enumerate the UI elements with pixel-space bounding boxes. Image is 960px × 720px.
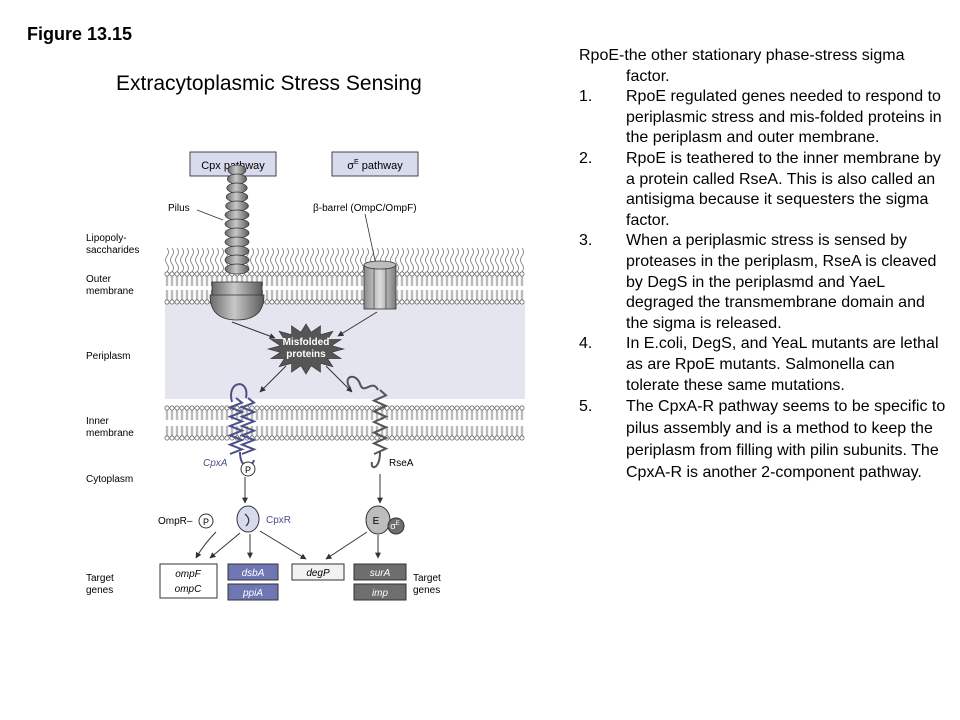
svg-text:E: E [373, 516, 380, 527]
figure-label: Figure 13.15 [27, 24, 133, 44]
beta-barrel: β-barrel (OmpC/OmpF) [313, 203, 417, 310]
gene-box-ppia: ppiA [227, 583, 279, 601]
note-item-3: 3. When a periplasmic stress is sensed by… [579, 231, 949, 334]
inner-membrane [164, 405, 525, 441]
note-item-1: 1. RpoE regulated genes needed to respond… [579, 87, 949, 149]
svg-text:Pilus: Pilus [168, 203, 190, 214]
gene-box-imp: imp [353, 583, 407, 601]
gene-box-degp: degP [291, 563, 345, 581]
gene-box-dsba: dsbA [227, 563, 279, 581]
svg-text:CpxA: CpxA [203, 458, 228, 469]
note-number: 1. [579, 88, 593, 106]
note-text: RpoE is teathered to the inner membrane … [626, 149, 941, 229]
note-number: 3. [579, 232, 593, 250]
svg-text:OmpR–: OmpR– [158, 516, 193, 527]
misfolded-proteins: Misfolded proteins [266, 323, 346, 375]
notes-panel: RpoE-the other stationary phase-stress s… [579, 46, 949, 484]
rsea-protein: RseA [346, 375, 414, 469]
svg-text:dsbA: dsbA [242, 568, 265, 579]
svg-text:ppiA: ppiA [242, 588, 263, 599]
stress-sensing-diagram: Cpx pathway σE pathway Lipopoly-sacchari… [86, 151, 525, 601]
svg-text:ompC: ompC [175, 584, 202, 595]
periplasm-band [165, 303, 525, 399]
note-number: 2. [579, 149, 593, 167]
note-item-2: 2. RpoE is teathered to the inner membran… [579, 149, 949, 231]
note-text: In E.coli, DegS, and YeaL mutants are le… [626, 335, 939, 394]
notes-intro: RpoE-the other stationary phase-stress s… [579, 47, 905, 85]
svg-text:CpxR: CpxR [266, 515, 291, 526]
svg-text:ompF: ompF [175, 569, 201, 580]
svg-text:σE: σE [390, 521, 400, 531]
svg-text:degP: degP [306, 568, 330, 579]
svg-text:proteins: proteins [286, 349, 326, 360]
cpxa-sensor: P CpxA [203, 383, 257, 477]
note-text: RpoE regulated genes needed to respond t… [626, 88, 942, 147]
svg-text:P: P [203, 517, 209, 527]
sigma-e-factor: E σE [365, 505, 405, 535]
page-title: Extracytoplasmic Stress Sensing [116, 72, 422, 95]
note-number: 4. [579, 335, 593, 353]
cpxr-protein: CpxR [236, 505, 291, 533]
label-cytoplasm: Cytoplasm [86, 474, 133, 485]
svg-text:RseA: RseA [389, 458, 414, 469]
svg-text:imp: imp [372, 588, 389, 599]
ompr-p: OmpR– P [158, 513, 217, 559]
note-number: 5. [579, 398, 593, 416]
gene-box-ompf-ompc: ompF ompC [159, 563, 218, 599]
label-periplasm: Periplasm [86, 351, 130, 362]
note-text: The CpxA-R pathway seems to be specific … [626, 398, 946, 482]
svg-text:β-barrel (OmpC/OmpF): β-barrel (OmpC/OmpF) [313, 203, 417, 214]
pilus: Pilus [168, 164, 265, 321]
note-item-5: 5. The CpxA-R pathway seems to be specifi… [579, 396, 949, 484]
note-text: When a periplasmic stress is sensed by p… [626, 232, 937, 332]
note-item-4: 4. In E.coli, DegS, and YeaL mutants are … [579, 334, 949, 396]
gene-box-sura: surA [353, 563, 407, 581]
label-lps: Lipopoly-saccharides [86, 233, 139, 256]
svg-text:Misfolded: Misfolded [283, 337, 330, 348]
svg-text:P: P [245, 465, 251, 475]
sigma-pathway-box: σE pathway [331, 151, 419, 177]
svg-text:surA: surA [370, 568, 391, 579]
svg-text:σE pathway: σE pathway [347, 159, 403, 172]
